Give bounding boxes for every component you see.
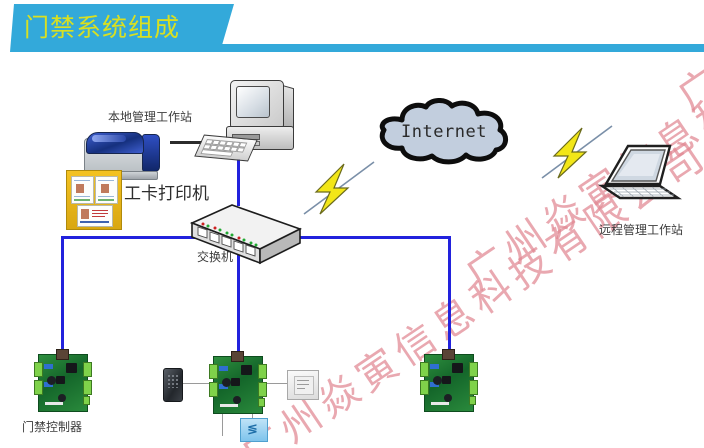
access-controller-board: [209, 351, 267, 414]
label-switch: 交换机: [197, 250, 234, 264]
cable-to-controller-right: [448, 236, 451, 354]
cable-printer-to-pc: [170, 141, 204, 144]
cable-to-controller-center: [237, 248, 240, 356]
label-card-printer: 工卡打印机: [124, 184, 209, 204]
laptop-icon: [598, 140, 682, 202]
wireless-bolt-icon: [538, 122, 616, 189]
wire-reader-to-controller: [181, 383, 213, 384]
page-header: 门禁系统组成: [0, 0, 704, 56]
header-shape: [10, 4, 234, 52]
wire-controller-to-lock: [252, 410, 253, 422]
desktop-pc-icon: [218, 78, 302, 160]
header-underline-bar: [16, 44, 704, 52]
label-access-controller: 门禁控制器: [22, 420, 83, 434]
card-printer-icon: [84, 128, 168, 182]
cable-to-controller-left: [61, 236, 64, 354]
page-title: 门禁系统组成: [24, 13, 181, 42]
card-reader-icon: [163, 368, 183, 402]
keyboard-icon: [194, 134, 258, 162]
wire-controller-to-door-sensor: [222, 410, 223, 436]
id-card-samples-icon: [66, 170, 122, 230]
label-local-workstation: 本地管理工作站: [108, 110, 193, 124]
label-remote-workstation: 远程管理工作站: [599, 223, 684, 237]
network-switch-icon: [189, 203, 303, 269]
internet-cloud-icon: Internet: [366, 98, 522, 166]
exit-button-icon: [287, 370, 319, 400]
wireless-bolt-icon: [300, 158, 378, 225]
internet-label: Internet: [401, 122, 487, 142]
cable-pc-to-switch: [237, 148, 240, 206]
access-controller-board: [420, 349, 478, 412]
access-controller-board: [34, 349, 92, 412]
electric-lock-icon: ≶: [240, 418, 268, 442]
wire-controller-to-exit-button: [262, 383, 288, 384]
